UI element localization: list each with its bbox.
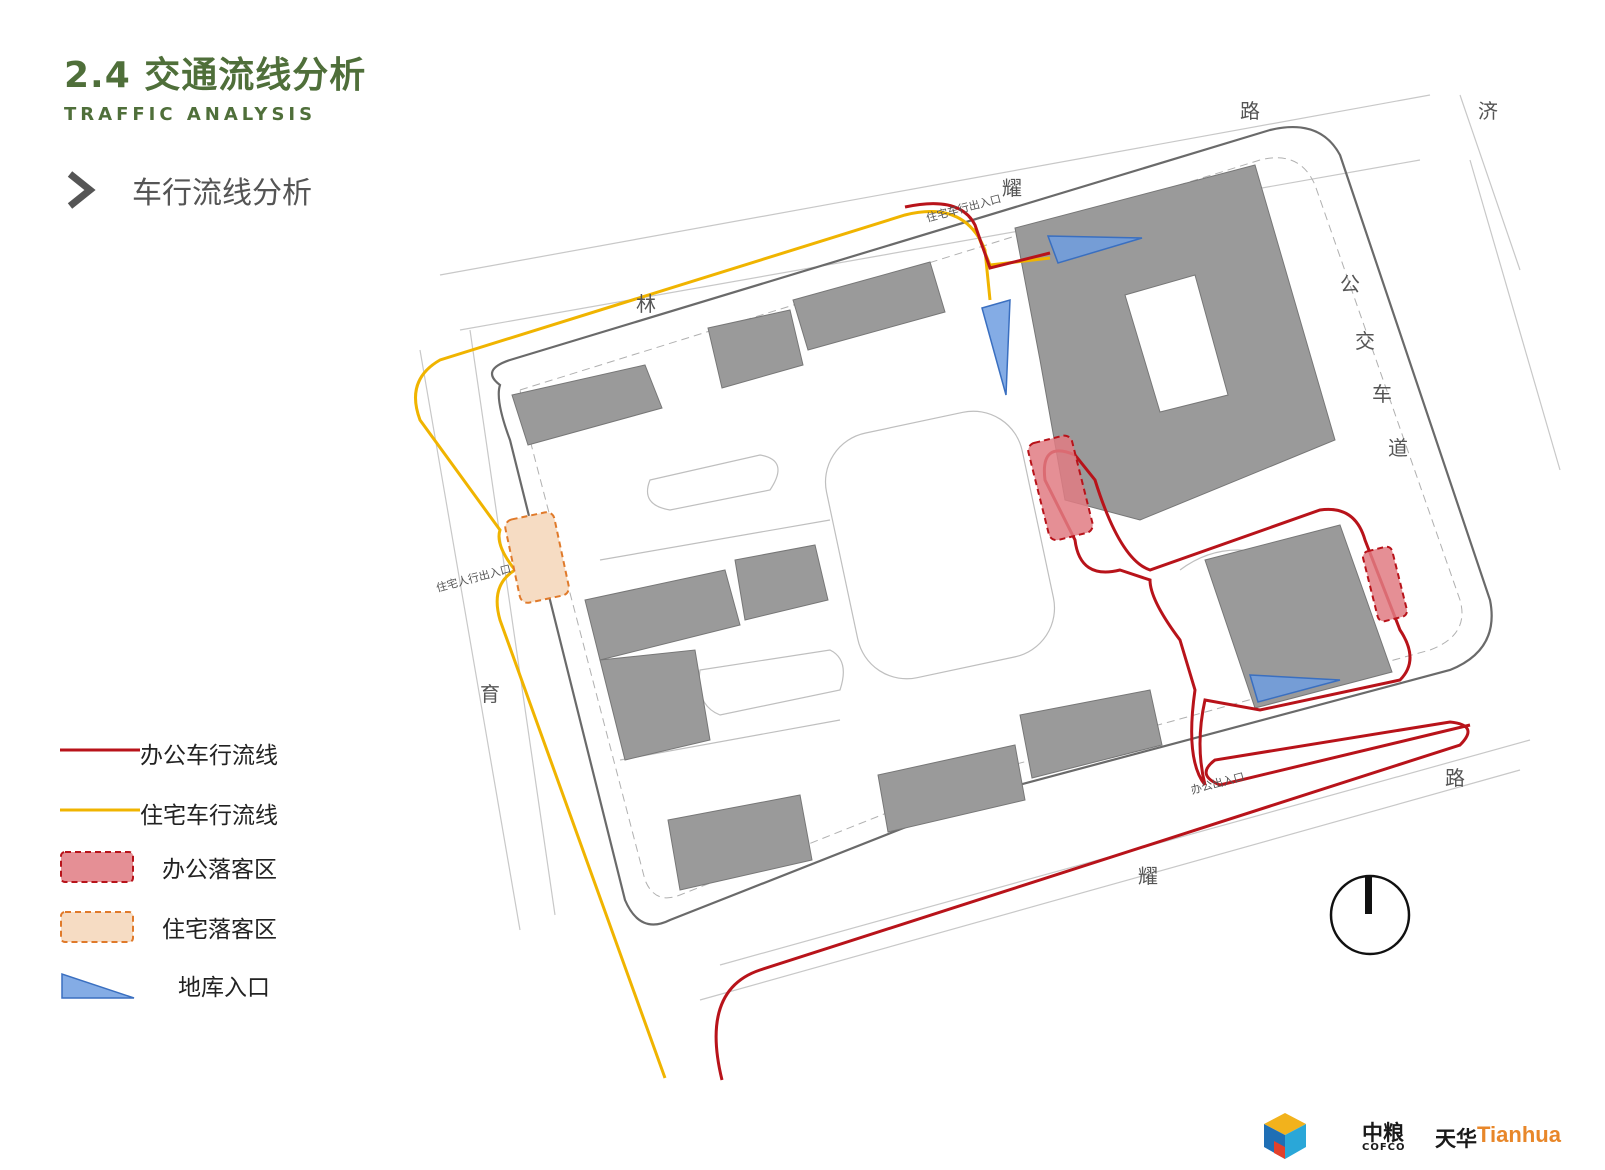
cofco-cube-logo bbox=[1264, 1113, 1306, 1159]
road-label-left-lin: 林 bbox=[636, 292, 656, 316]
road-outlines bbox=[419, 94, 1561, 1001]
residential-buildings bbox=[511, 261, 1163, 891]
office-dropoff-swatch bbox=[60, 851, 134, 883]
office-dropoff-zone-left bbox=[1027, 434, 1094, 542]
road-label-left-yu: 育 bbox=[480, 682, 500, 706]
road-label-right-gong: 公 bbox=[1340, 272, 1360, 296]
road-label-right-jiao: 交 bbox=[1355, 329, 1375, 353]
section-heading: 车行流线分析 bbox=[64, 168, 312, 212]
legend-item-office-dropoff: 办公落客区 bbox=[60, 850, 320, 890]
page-title: 2.4 交通流线分析 bbox=[64, 55, 367, 96]
cofco-brand-cn: 中粮 bbox=[1362, 1121, 1404, 1145]
road-label-bottom-yao: 耀 bbox=[1138, 864, 1158, 888]
inner-boundary bbox=[519, 157, 1463, 899]
legend-label: 办公落客区 bbox=[162, 857, 277, 883]
residential-route-swatch bbox=[60, 808, 140, 812]
road-label-right-dao: 道 bbox=[1388, 436, 1408, 460]
legend-label: 办公车行流线 bbox=[140, 743, 278, 769]
legend-label: 住宅落客区 bbox=[162, 917, 277, 943]
office-vehicle-route-loop bbox=[1042, 449, 1412, 786]
road-label-top-lu: 路 bbox=[1240, 99, 1260, 123]
garage-entrance-mid bbox=[981, 298, 1011, 396]
brand-logos: 中粮 COFCO 天华 Tianhua bbox=[1264, 1113, 1561, 1161]
legend-item-office-route: 办公车行流线 bbox=[60, 743, 320, 790]
header: 2.4 交通流线分析 TRAFFIC ANALYSIS bbox=[64, 46, 366, 125]
cofco-brand-en: COFCO bbox=[1362, 1142, 1406, 1153]
residential-dropoff-zone bbox=[504, 511, 570, 604]
garage-entrance-swatch bbox=[61, 972, 135, 999]
office-dropoff-zone-right bbox=[1362, 545, 1408, 623]
office-buildings bbox=[1014, 164, 1393, 709]
residential-dropoff-swatch bbox=[60, 911, 134, 943]
office-vehicle-route-bottom bbox=[714, 720, 1471, 1081]
road-label-top-yao: 耀 bbox=[1002, 176, 1022, 200]
courtyard bbox=[1124, 274, 1229, 413]
section-label: 车行流线分析 bbox=[132, 176, 312, 211]
office-route-swatch bbox=[60, 748, 140, 752]
tianhua-brand-en: Tianhua bbox=[1477, 1122, 1561, 1147]
legend-item-garage-entrance: 地库入口 bbox=[60, 968, 320, 1008]
garage-entrance-top bbox=[1046, 235, 1143, 264]
garage-entrance-bottom bbox=[1248, 674, 1341, 703]
office-block-small bbox=[1204, 524, 1393, 709]
residential-vehicle-route bbox=[414, 210, 992, 1079]
chevron-right-icon bbox=[67, 171, 96, 209]
legend-item-residential-route: 住宅车行流线 bbox=[60, 803, 320, 850]
legend-label: 地库入口 bbox=[178, 975, 270, 1001]
office-vehicle-route-top bbox=[904, 202, 1051, 270]
road-label-top-ji: 济 bbox=[1478, 99, 1498, 123]
road-label-right-che: 车 bbox=[1372, 382, 1392, 406]
road-label-bottom-lu: 路 bbox=[1445, 766, 1465, 790]
legend-label: 住宅车行流线 bbox=[140, 803, 278, 829]
page-subtitle: TRAFFIC ANALYSIS bbox=[64, 104, 317, 125]
tianhua-brand-cn: 天华 bbox=[1435, 1127, 1477, 1151]
site-boundary bbox=[490, 126, 1493, 926]
north-arrow-icon bbox=[1329, 874, 1411, 956]
legend-item-residential-dropoff: 住宅落客区 bbox=[60, 910, 320, 950]
